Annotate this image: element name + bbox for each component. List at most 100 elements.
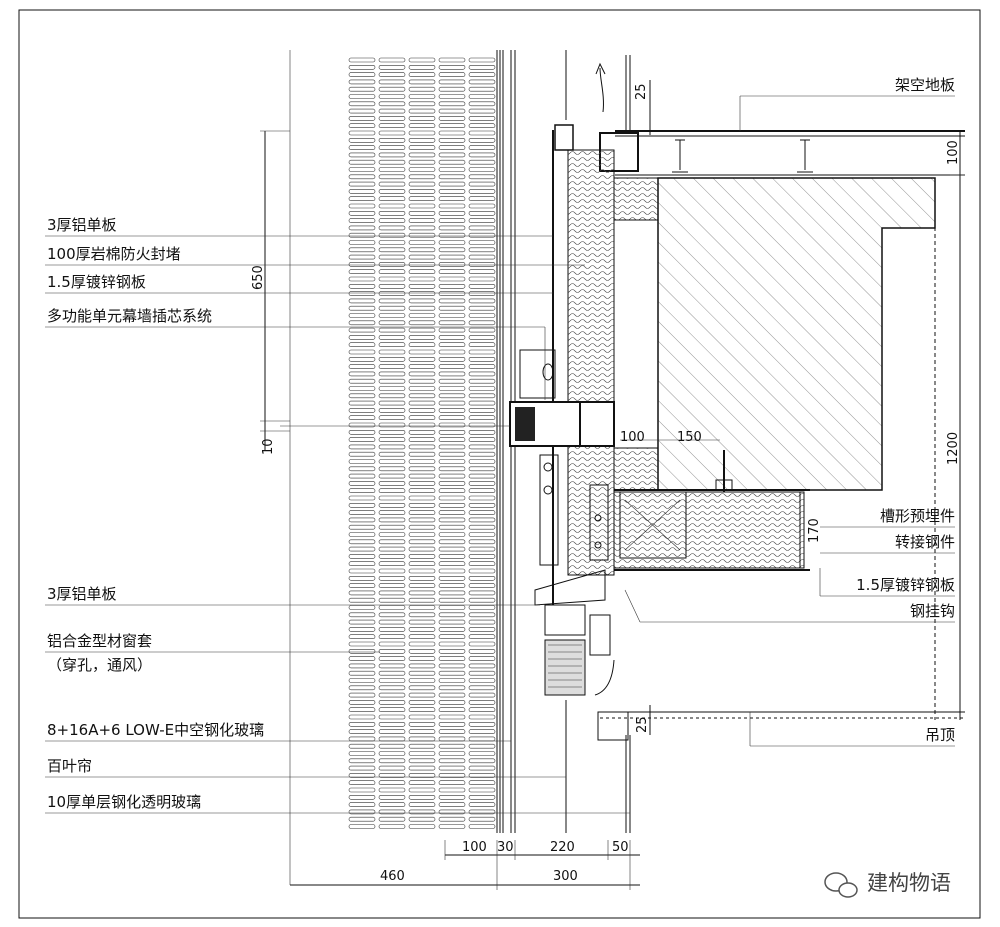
louver-slot <box>408 510 436 515</box>
louver-slot <box>348 780 376 786</box>
louver-slot <box>348 79 376 85</box>
louver-slot <box>348 816 376 822</box>
louver-slot <box>348 415 376 421</box>
louver-slot <box>348 422 376 428</box>
louver-slot <box>348 451 376 457</box>
louver-slot <box>468 65 496 70</box>
louver-slot <box>378 262 406 267</box>
louver-slot <box>468 619 496 625</box>
louver-slot <box>348 466 376 472</box>
louver-slot <box>408 232 436 238</box>
louver-slot <box>438 57 466 63</box>
louver-slot <box>348 225 376 231</box>
louver-slot <box>378 773 406 778</box>
louver-slot <box>408 415 436 421</box>
louver-slot <box>468 641 496 647</box>
louver-slot <box>468 203 496 209</box>
louver-slot <box>348 707 376 713</box>
louver-slot <box>348 809 376 815</box>
louver-slot <box>378 393 406 399</box>
louver-slot <box>348 145 376 150</box>
louver-slot <box>378 751 406 756</box>
dim-1200: 1200 <box>946 432 961 465</box>
louver-slot <box>378 320 406 326</box>
louver-slot <box>348 532 376 537</box>
louver-slot <box>438 356 466 362</box>
louver-slot <box>438 86 466 92</box>
label-perforated: （穿孔，通风） <box>47 656 152 674</box>
louver-slot <box>348 488 376 494</box>
louver-slot <box>468 240 496 245</box>
louver-slot <box>438 729 466 734</box>
louver-slot <box>348 138 376 143</box>
louver-slot <box>378 451 406 457</box>
louver-slot <box>468 627 496 632</box>
louver-slot <box>438 641 466 647</box>
louver-slot <box>408 393 436 399</box>
louver-slot <box>438 816 466 822</box>
louver-slot <box>438 342 466 348</box>
louver-slot <box>438 232 466 238</box>
louver-slot <box>348 612 376 618</box>
louver-slot <box>408 532 436 537</box>
louver-slot <box>468 605 496 610</box>
louver-slot <box>348 386 376 391</box>
label-window-surround: 铝合金型材窗套 <box>47 632 152 650</box>
louver-slot <box>378 108 406 114</box>
louver-slot <box>438 488 466 494</box>
label-ceiling: 吊顶 <box>925 726 955 744</box>
louver-slot <box>348 356 376 362</box>
drawing-frame <box>18 9 981 919</box>
louver-slot <box>408 218 436 223</box>
louver-slot <box>348 72 376 77</box>
louver-slot <box>438 400 466 406</box>
louver-slot <box>408 437 436 442</box>
louver-slot <box>438 473 466 479</box>
louver-slot <box>348 247 376 253</box>
louver-slot <box>408 481 436 486</box>
louver-slot <box>468 386 496 391</box>
louver-slot <box>468 247 496 253</box>
louver-slot <box>468 400 496 406</box>
louver-slot <box>468 218 496 223</box>
louver-slot <box>348 583 376 588</box>
label-aluminium-panel-bottom: 3厚铝单板 <box>47 585 117 603</box>
louver-slot <box>378 816 406 822</box>
louver-slot <box>378 648 406 654</box>
louver-slot <box>468 700 496 705</box>
louver-slot <box>348 203 376 209</box>
louver-slot <box>378 575 406 581</box>
louver-slot <box>438 79 466 85</box>
louver-slot <box>468 546 496 552</box>
louver-slot <box>408 400 436 406</box>
louver-slot <box>408 429 436 435</box>
louver-slot <box>438 108 466 114</box>
louver-slot <box>378 641 406 647</box>
louver-slot <box>468 743 496 749</box>
louver-slot <box>348 597 376 603</box>
louver-slot <box>378 225 406 231</box>
louver-slot <box>438 174 466 180</box>
louver-slot <box>378 276 406 282</box>
louver-slot <box>438 364 466 369</box>
louver-slot <box>468 802 496 807</box>
louver-slot <box>408 663 436 669</box>
louver-slot <box>468 378 496 384</box>
concrete-slab <box>657 177 936 720</box>
louver-slot <box>468 159 496 165</box>
louver-slot <box>438 663 466 669</box>
louver-panel <box>348 57 496 829</box>
louver-slot <box>438 692 466 698</box>
louver-slot <box>408 612 436 618</box>
louver-slot <box>378 619 406 625</box>
louver-slot <box>438 656 466 661</box>
louver-slot <box>348 378 376 384</box>
louver-slot <box>408 65 436 70</box>
louver-slot <box>408 517 436 523</box>
louver-slot <box>348 349 376 355</box>
dim-25-top: 25 <box>634 83 649 100</box>
louver-slot <box>468 167 496 172</box>
louver-slot <box>468 809 496 815</box>
louver-slot <box>378 364 406 369</box>
label-single-glass: 10厚单层钢化透明玻璃 <box>47 793 201 811</box>
